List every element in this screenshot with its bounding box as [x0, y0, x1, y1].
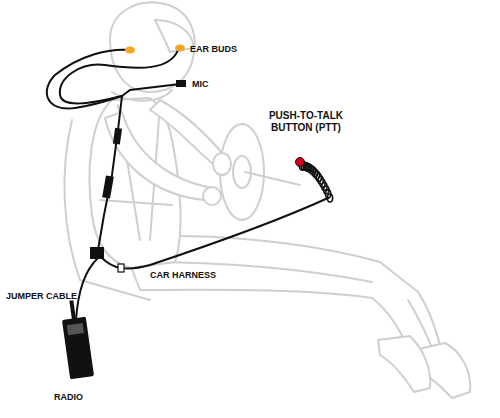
- inline-connector: [113, 128, 122, 145]
- jumper-cable: [76, 258, 98, 320]
- car-harness-cable: [102, 198, 328, 269]
- ear-bud: [175, 45, 185, 52]
- wiring: [47, 50, 328, 320]
- harness-plug: [118, 264, 124, 272]
- shoe: [378, 336, 430, 392]
- driver-figure: [64, 3, 470, 399]
- radio-antenna: [69, 300, 76, 320]
- hand: [203, 187, 221, 205]
- ptt-button: [296, 158, 305, 167]
- ear-buds: [125, 45, 185, 54]
- mic: [176, 80, 186, 87]
- callout-label: PUSH-TO-TALK BUTTON (PTT): [258, 110, 354, 134]
- leg-seam: [140, 262, 372, 282]
- helmet-visor: [155, 20, 194, 52]
- earbud-cable: [47, 50, 130, 109]
- arm: [105, 112, 212, 200]
- callout-label: EAR BUDS: [190, 44, 237, 55]
- steering-column: [245, 172, 300, 185]
- headset-cable: [98, 96, 122, 250]
- callout-label: JUMPER CABLE: [6, 291, 77, 302]
- coil-loop: [327, 194, 332, 202]
- ear-bud: [125, 47, 135, 54]
- connectors: [90, 80, 186, 272]
- callout-label: RADIO: [54, 392, 83, 403]
- callout-label: MIC: [192, 79, 209, 90]
- earbud-cable: [60, 50, 178, 103]
- helmet: [110, 3, 195, 93]
- mic-boom: [122, 84, 180, 96]
- junction-box: [90, 247, 104, 259]
- radio-body: [62, 317, 94, 380]
- callout-label: CAR HARNESS: [150, 270, 216, 281]
- radio: [59, 299, 94, 380]
- hand: [213, 153, 231, 175]
- inline-connector: [102, 175, 114, 198]
- radio-display: [67, 323, 84, 335]
- coiled-cord: [299, 162, 332, 202]
